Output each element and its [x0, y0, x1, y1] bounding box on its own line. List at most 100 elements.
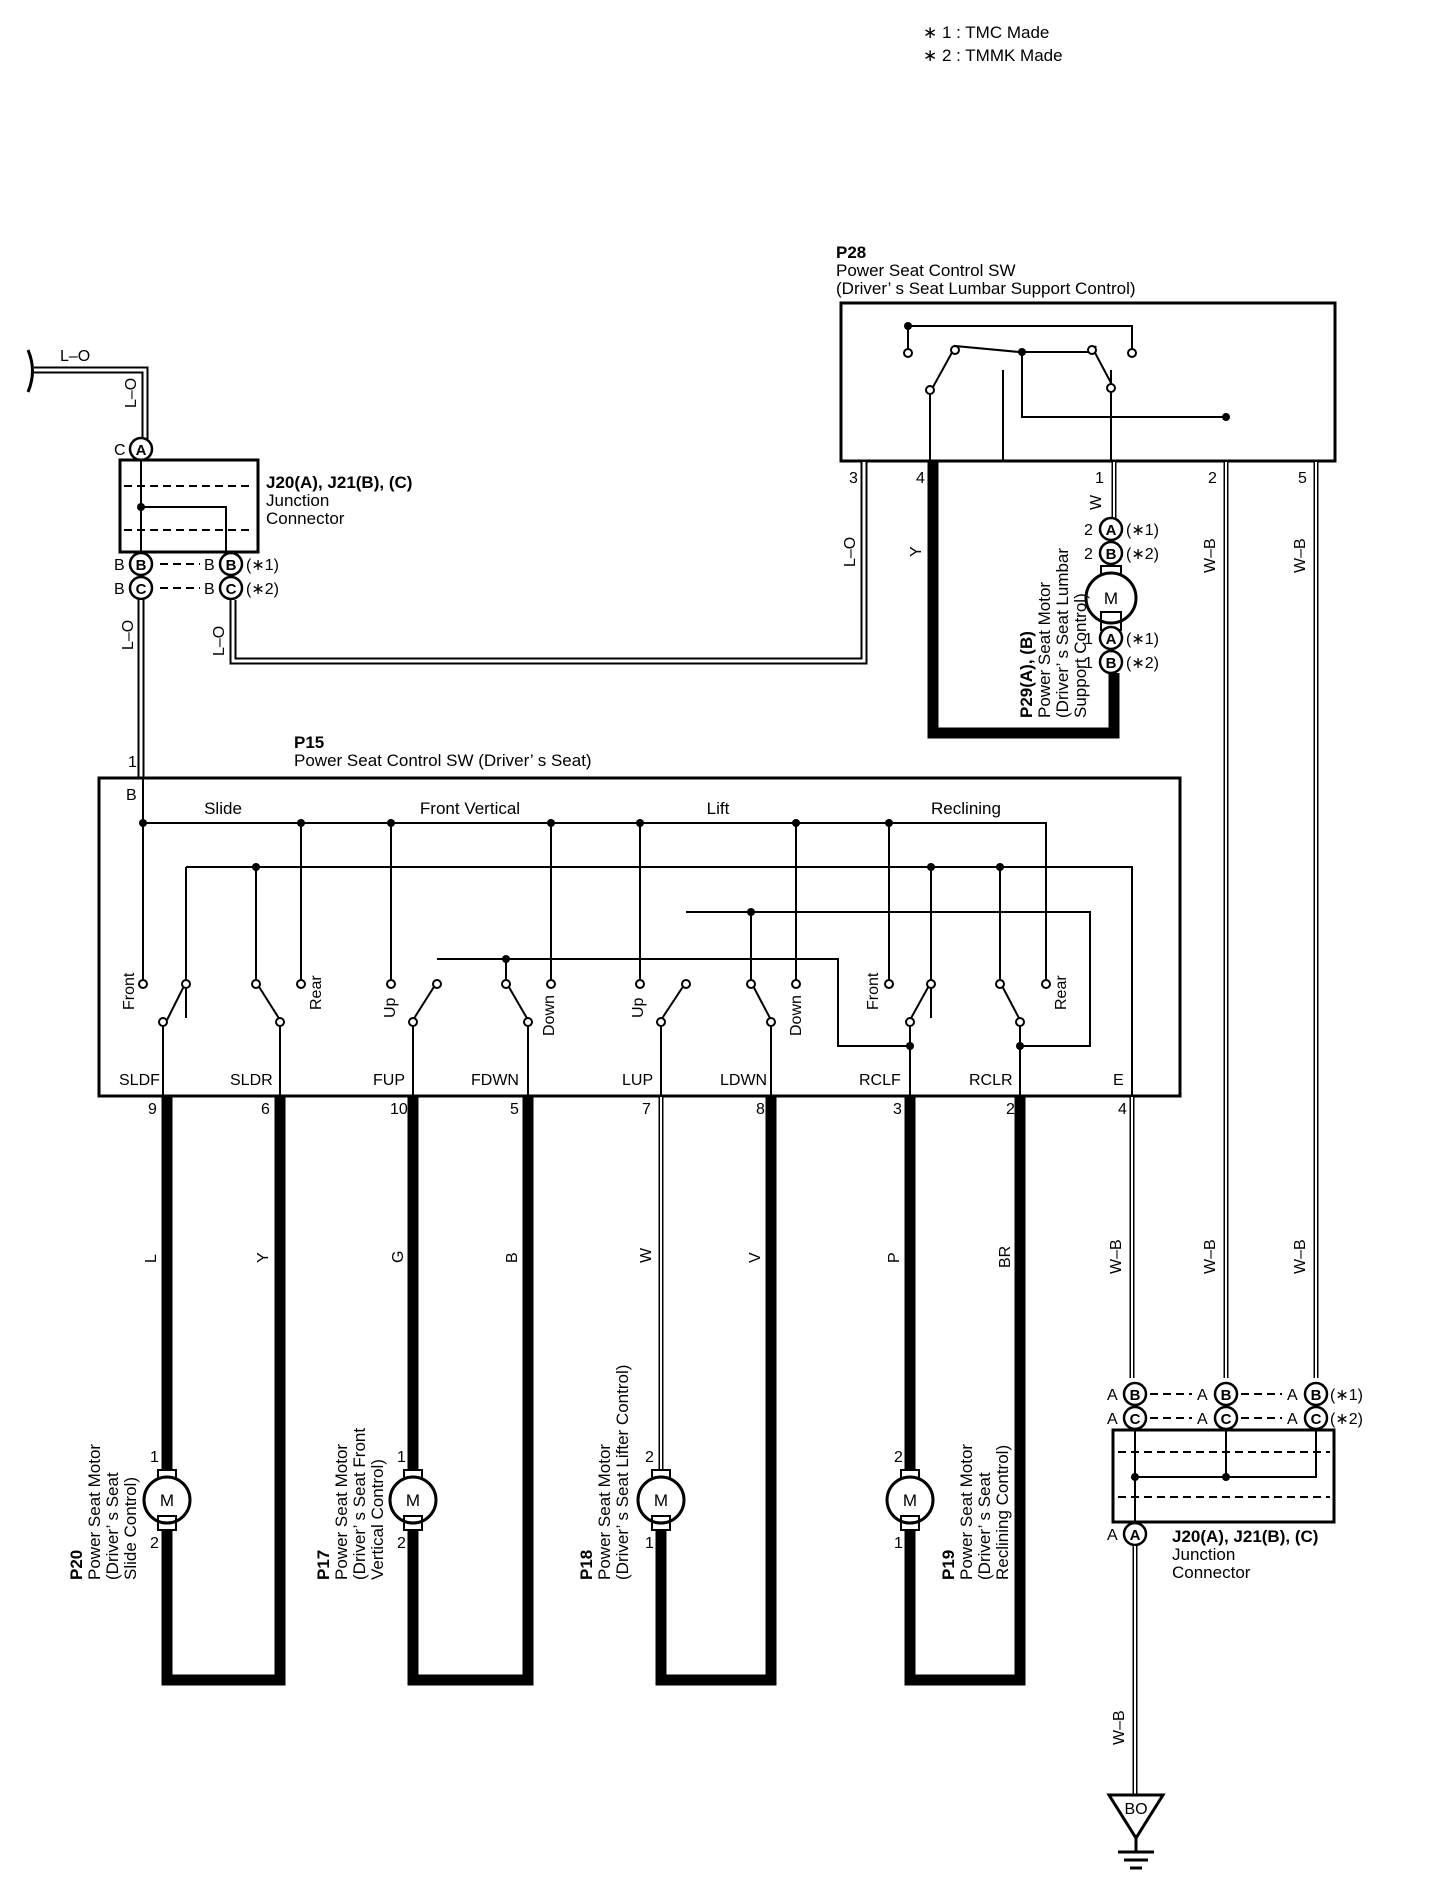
- svg-text:B: B: [204, 557, 215, 574]
- p28-pin5: 5: [1298, 470, 1307, 487]
- wire-w-label: W: [1088, 494, 1105, 510]
- wire-wb-label-2: W–B: [1292, 538, 1309, 573]
- svg-text:1: 1: [1084, 631, 1093, 648]
- p15-b: B: [126, 787, 137, 804]
- svg-text:4: 4: [1118, 1101, 1127, 1118]
- contact-down-fv: Down: [541, 995, 558, 1036]
- term-rclr: RCLR: [969, 1072, 1013, 1089]
- p15-name: Power Seat Control SW (Driver’ s Seat): [294, 751, 592, 770]
- svg-text:A: A: [1106, 631, 1117, 648]
- jt-l1: Junction: [266, 491, 329, 510]
- svg-text:6: 6: [261, 1101, 270, 1118]
- wire-wb-label-4: W–B: [1292, 1239, 1309, 1274]
- svg-text:C: C: [226, 581, 237, 598]
- p29-lumbar-motor: 2 A (∗1) 2 B (∗2) M 1 A (∗1) 1 B (∗2) P2…: [1017, 516, 1159, 718]
- ground-bo: BO: [1106, 1793, 1166, 1870]
- svg-text:5: 5: [510, 1101, 519, 1118]
- svg-text:C: C: [1130, 1411, 1141, 1428]
- p28-pin2: 2: [1208, 470, 1217, 487]
- group-front-vertical: Front Vertical: [420, 799, 520, 818]
- svg-text:(∗1): (∗1): [1330, 1387, 1363, 1404]
- svg-text:A: A: [1197, 1411, 1208, 1428]
- ground-symbol: [1106, 1793, 1166, 1841]
- svg-text:(∗1): (∗1): [246, 557, 279, 574]
- wire-wb-label-e: W–B: [1108, 1239, 1125, 1274]
- svg-text:2: 2: [894, 1449, 903, 1466]
- svg-text:M: M: [160, 1491, 174, 1510]
- p19-code: P19: [939, 1550, 958, 1580]
- svg-text:(Driver’ s Seat Front: (Driver’ s Seat Front: [350, 1428, 369, 1580]
- contact-up-fv: Up: [382, 997, 399, 1018]
- svg-text:C: C: [1311, 1411, 1322, 1428]
- note-tmc: ∗ 1 : TMC Made: [923, 23, 1049, 42]
- wire-br-label: BR: [997, 1246, 1014, 1268]
- p28-pin4: 4: [916, 470, 925, 487]
- svg-text:10: 10: [390, 1101, 408, 1118]
- svg-text:2: 2: [645, 1449, 654, 1466]
- svg-text:(Driver’ s Seat: (Driver’ s Seat: [103, 1472, 122, 1580]
- jb-code: J20(A), J21(B), (C): [1172, 1527, 1318, 1546]
- svg-text:2: 2: [1084, 522, 1093, 539]
- svg-text:B: B: [1106, 546, 1117, 563]
- svg-text:1: 1: [397, 1449, 406, 1466]
- p28-code: P28: [836, 243, 866, 262]
- group-lift: Lift: [707, 799, 730, 818]
- wire-wb-label-3: W–B: [1202, 1239, 1219, 1274]
- svg-text:A: A: [1287, 1411, 1298, 1428]
- contact-front-slide: Front: [121, 972, 138, 1010]
- wire-l-label: L: [143, 1254, 160, 1263]
- svg-text:A: A: [1130, 1527, 1141, 1544]
- svg-text:M: M: [654, 1491, 668, 1510]
- svg-text:Power Seat Motor: Power Seat Motor: [332, 1444, 351, 1580]
- wire-lo-feed: L–O L–O: [26, 348, 149, 448]
- jt-box: [118, 458, 260, 554]
- p15-switch: P15 Power Seat Control SW (Driver’ s Sea…: [97, 733, 1182, 1118]
- svg-text:C: C: [136, 581, 147, 598]
- svg-text:A: A: [1107, 1387, 1118, 1404]
- svg-text:B: B: [114, 557, 125, 574]
- svg-text:M: M: [1104, 589, 1118, 608]
- wire-lo-label-left: L–O: [120, 620, 137, 650]
- svg-text:Connector: Connector: [1172, 1563, 1251, 1582]
- wire-g-label: G: [390, 1251, 407, 1263]
- svg-text:Reclining Control): Reclining Control): [993, 1445, 1012, 1580]
- svg-text:B: B: [1311, 1387, 1322, 1404]
- wire-p-label: P: [886, 1252, 903, 1263]
- svg-text:Slide Control): Slide Control): [121, 1477, 140, 1580]
- svg-text:B: B: [1130, 1387, 1141, 1404]
- svg-text:2: 2: [397, 1535, 406, 1552]
- svg-text:Support Control): Support Control): [1071, 593, 1090, 718]
- p28-pin1: 1: [1095, 470, 1104, 487]
- motor-p20: 1 M 2 P20 Power Seat Motor (Driver’ s Se…: [67, 1444, 192, 1580]
- p29-motor-symbol: [1084, 571, 1138, 625]
- svg-text:Junction: Junction: [1172, 1545, 1235, 1564]
- term-sldr: SLDR: [230, 1072, 273, 1089]
- term-rclf: RCLF: [859, 1072, 901, 1089]
- wire-lo-label-mid: L–O: [211, 626, 228, 656]
- svg-text:Vertical Control): Vertical Control): [368, 1459, 387, 1580]
- svg-text:(Driver’ s Seat Lifter Control: (Driver’ s Seat Lifter Control): [613, 1365, 632, 1580]
- contact-rear-slide: Rear: [308, 975, 325, 1010]
- term-fdwn: FDWN: [471, 1072, 519, 1089]
- motor-p19: 2 M 1 P19 Power Seat Motor (Driver’ s Se…: [885, 1444, 1012, 1580]
- svg-text:(∗2): (∗2): [1126, 655, 1159, 672]
- svg-text:A: A: [1287, 1387, 1298, 1404]
- svg-text:7: 7: [642, 1101, 651, 1118]
- svg-text:M: M: [903, 1491, 917, 1510]
- svg-text:1: 1: [645, 1535, 654, 1552]
- p28-desc: (Driver’ s Seat Lumbar Support Control): [836, 279, 1136, 298]
- p20-code: P20: [67, 1550, 86, 1580]
- svg-text:2: 2: [1084, 546, 1093, 563]
- svg-text:Power Seat Motor: Power Seat Motor: [957, 1444, 976, 1580]
- p18-code: P18: [577, 1550, 596, 1580]
- svg-text:B: B: [1106, 655, 1117, 672]
- contact-up-lift: Up: [630, 997, 647, 1018]
- p29-code: P29(A), (B): [1017, 631, 1036, 718]
- p28-box: [839, 301, 1337, 463]
- motor-harness: L Y G B W V P BR W–B: [143, 1097, 1135, 1686]
- term-sldf: SLDF: [119, 1072, 160, 1089]
- svg-text:C: C: [1221, 1411, 1232, 1428]
- wire-b-label: B: [504, 1252, 521, 1263]
